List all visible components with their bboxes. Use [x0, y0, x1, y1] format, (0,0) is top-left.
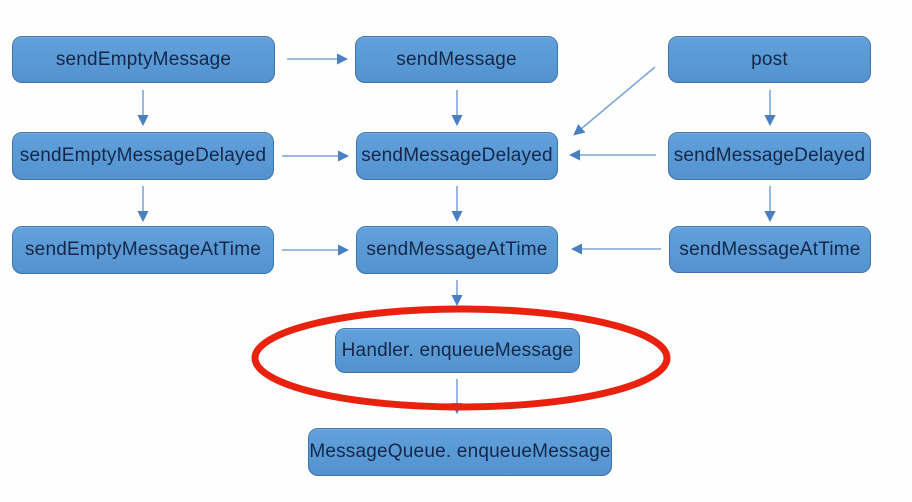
edge-post-to-sendMessageDelayed-diagonal	[573, 66, 656, 136]
node-sendEmptyMessageAtTime: sendEmptyMessageAtTime	[12, 226, 274, 274]
node-sendMessageAtTime-right: sendMessageAtTime	[669, 226, 871, 273]
node-sendEmptyMessageDelayed: sendEmptyMessageDelayed	[12, 132, 274, 180]
node-sendMessageDelayed-center: sendMessageDelayed	[356, 132, 558, 180]
node-sendMessageDelayed-right: sendMessageDelayed	[668, 132, 871, 180]
node-handler-enqueueMessage: Handler. enqueueMessage	[335, 328, 580, 373]
node-sendEmptyMessage: sendEmptyMessage	[12, 36, 275, 83]
node-sendMessageAtTime-center: sendMessageAtTime	[356, 226, 558, 274]
node-sendMessage: sendMessage	[355, 36, 558, 83]
node-post: post	[668, 36, 871, 83]
node-messagequeue-enqueueMessage: MessageQueue. enqueueMessage	[308, 428, 612, 476]
